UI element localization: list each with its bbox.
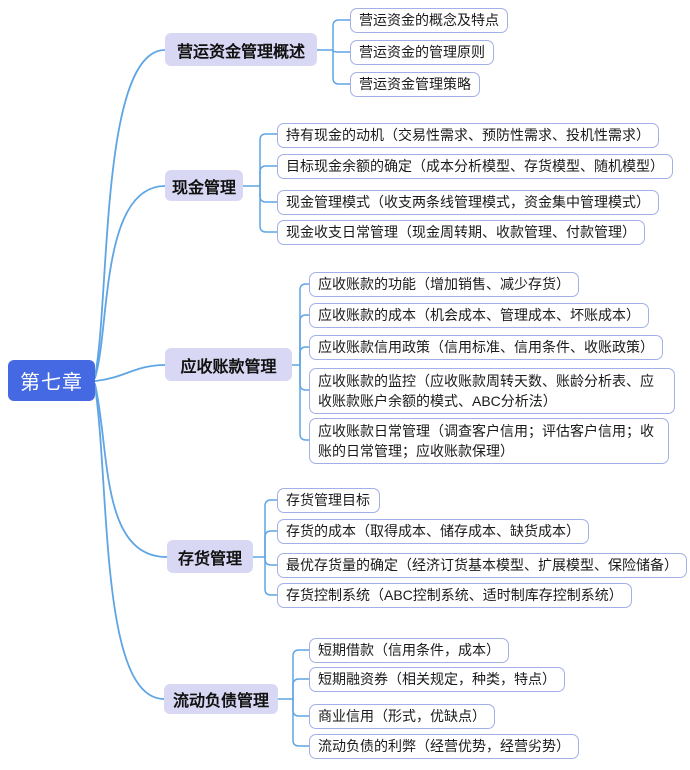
leaf-node[interactable]: 商业信用（形式，优缺点） — [309, 704, 495, 729]
leaf-node[interactable]: 存货控制系统（ABC控制系统、适时制库存控制系统） — [277, 583, 632, 608]
leaf-node[interactable]: 持有现金的动机（交易性需求、预防性需求、投机性需求） — [277, 123, 659, 148]
leaf-node[interactable]: 应收账款的功能（增加销售、减少存货） — [309, 272, 579, 297]
leaf-node[interactable]: 应收账款的监控（应收账款周转天数、账龄分析表、应收账款账户余额的模式、ABC分析… — [309, 368, 675, 414]
edge-branch5-leaf — [292, 649, 310, 700]
edge-branch3-leaf — [299, 364, 310, 441]
branch-inventory-management[interactable]: 存货管理 — [167, 540, 253, 573]
edge-branch4-leaf — [264, 530, 278, 558]
leaf-node[interactable]: 营运资金的概念及特点 — [350, 8, 508, 33]
leaf-node[interactable]: 短期融资券（相关规定，种类，特点） — [309, 667, 565, 692]
edge-branch5-leaf — [292, 698, 310, 717]
leaf-node[interactable]: 最优存货量的确定（经济订货基本模型、扩展模型、保险储备） — [277, 553, 687, 578]
leaf-node[interactable]: 应收账款日常管理（调查客户信用；评估客户信用；收账的日常管理；应收账款保理） — [309, 418, 669, 464]
branch-working-capital-overview[interactable]: 营运资金管理概述 — [165, 33, 317, 66]
edge-root-branch-5 — [94, 385, 165, 700]
leaf-node[interactable]: 应收账款信用政策（信用标准、信用条件、收账政策） — [309, 335, 663, 360]
leaf-node[interactable]: 存货管理目标 — [277, 488, 380, 513]
edge-branch3-leaf — [299, 314, 310, 366]
leaf-node[interactable]: 流动负债的利弊（经营优势，经营劣势） — [309, 734, 579, 759]
edge-branch1-leaf — [332, 49, 351, 53]
edge-branch2-leaf — [259, 185, 278, 203]
edge-branch3-leaf — [299, 346, 310, 366]
edge-branch3-leaf — [299, 364, 310, 391]
edge-branch3-leaf — [299, 283, 310, 366]
leaf-node[interactable]: 现金收支日常管理（现金周转期、收款管理、付款管理） — [277, 220, 645, 245]
edge-root-branch-2 — [94, 185, 166, 379]
leaf-node[interactable]: 现金管理模式（收支两条线管理模式，资金集中管理模式） — [277, 190, 659, 215]
leaf-node[interactable]: 营运资金管理策略 — [350, 72, 480, 97]
branch-current-liabilities-management[interactable]: 流动负债管理 — [164, 684, 278, 714]
branch-receivables-management[interactable]: 应收账款管理 — [165, 348, 292, 381]
edge-branch1-leaf — [332, 19, 351, 51]
leaf-node[interactable]: 存货的成本（取得成本、储存成本、缺货成本） — [277, 519, 589, 544]
edge-branch2-leaf — [259, 133, 278, 187]
edge-branch5-leaf — [292, 698, 310, 747]
edge-branch5-leaf — [292, 678, 310, 700]
edge-root-branch-3 — [94, 364, 166, 382]
edge-branch4-leaf — [264, 556, 278, 566]
leaf-node[interactable]: 目标现金余额的确定（成本分析模型、存货模型、随机模型） — [277, 154, 673, 179]
leaf-node[interactable]: 应收账款的成本（机会成本、管理成本、坏账成本） — [309, 303, 649, 328]
edge-branch2-leaf — [259, 165, 278, 187]
edge-branch4-leaf — [264, 556, 278, 596]
edge-branch1-leaf — [332, 49, 351, 85]
branch-cash-management[interactable]: 现金管理 — [165, 170, 243, 201]
leaf-node[interactable]: 短期借款（信用条件，成本） — [309, 638, 509, 663]
edge-root-branch-1 — [94, 49, 166, 377]
edge-root-branch-4 — [94, 383, 168, 558]
leaf-node[interactable]: 营运资金的管理原则 — [350, 40, 494, 65]
edge-branch2-leaf — [259, 185, 278, 233]
root-node-chapter[interactable]: 第七章 — [8, 360, 95, 401]
edge-branch4-leaf — [264, 499, 278, 558]
